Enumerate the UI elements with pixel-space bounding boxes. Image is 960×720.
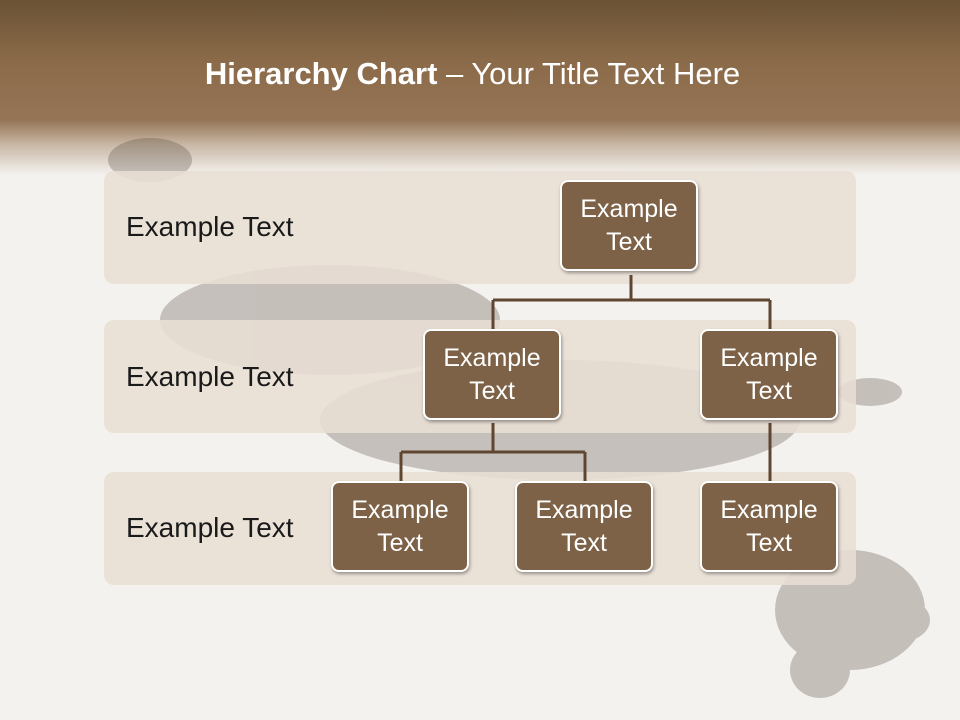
- node-mid-left: Example Text: [423, 329, 561, 420]
- node-leaf-right-line1: Example: [720, 495, 818, 524]
- title-bold: Hierarchy Chart: [204, 56, 438, 91]
- node-root: Example Text: [560, 180, 698, 271]
- level-label-3: Example Text: [126, 512, 294, 543]
- node-leaf-center-line1: Example: [535, 495, 633, 524]
- node-mid-left-line1: Example: [443, 343, 541, 372]
- node-leaf-center: Example Text: [515, 481, 653, 572]
- node-mid-left-line2: Text: [469, 376, 515, 405]
- node-leaf-center-line2: Text: [561, 528, 607, 557]
- node-root-line2: Text: [606, 227, 652, 256]
- node-leaf-left: Example Text: [331, 481, 469, 572]
- node-mid-right: Example Text: [700, 329, 838, 420]
- node-leaf-left-line1: Example: [351, 495, 449, 524]
- title-rest: – Your Title Text Here: [437, 56, 741, 91]
- slide-title: Hierarchy Chart – Your Title Text Here: [0, 56, 945, 92]
- node-leaf-left-line2: Text: [377, 528, 423, 557]
- node-root-line1: Example: [580, 194, 678, 223]
- level-label-2: Example Text: [126, 361, 294, 392]
- node-leaf-right-line2: Text: [746, 528, 792, 557]
- level-label-1: Example Text: [126, 211, 294, 242]
- title-banner: [0, 0, 960, 175]
- level-band-1: [104, 171, 856, 284]
- node-mid-right-line2: Text: [746, 376, 792, 405]
- node-leaf-right: Example Text: [700, 481, 838, 572]
- node-mid-right-line1: Example: [720, 343, 818, 372]
